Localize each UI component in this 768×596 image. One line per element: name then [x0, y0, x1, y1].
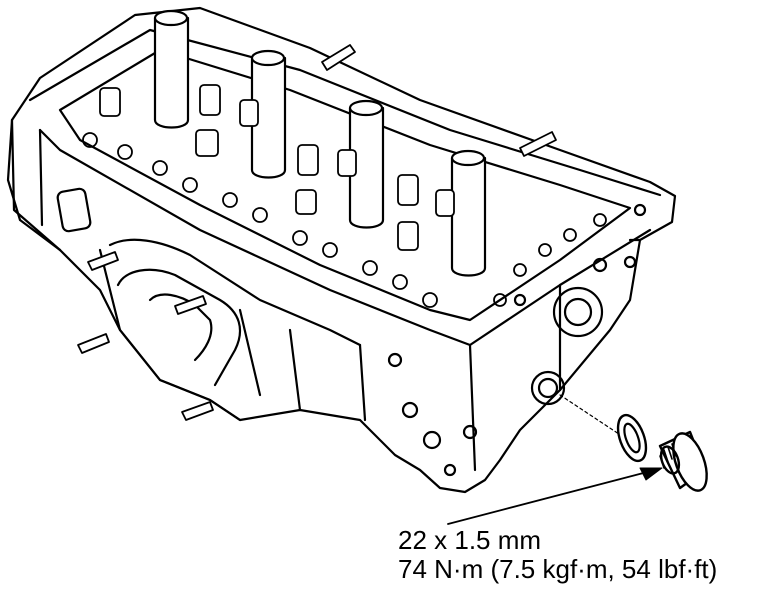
callout-arrow — [447, 467, 663, 525]
plug-washer — [616, 413, 648, 463]
leader-dashed — [559, 394, 629, 441]
spark-plug-tube-1 — [153, 9, 190, 129]
torque-spec-caption: 22 x 1.5 mm 74 N·m (7.5 kgf·m, 54 lbf·ft… — [398, 526, 758, 584]
spark-plug-tube-2 — [250, 49, 287, 179]
torque-value-label: 74 N·m (7.5 kgf·m, 54 lbf·ft) — [398, 554, 718, 584]
cylinder-head — [6, 6, 677, 494]
studs — [77, 44, 557, 421]
spark-plug-tube-4 — [450, 149, 487, 277]
spark-plug-tube-3 — [348, 99, 385, 229]
plug-size-label: 22 x 1.5 mm — [398, 525, 542, 555]
valve-bosses — [82, 84, 607, 308]
threaded-plug — [658, 430, 708, 492]
